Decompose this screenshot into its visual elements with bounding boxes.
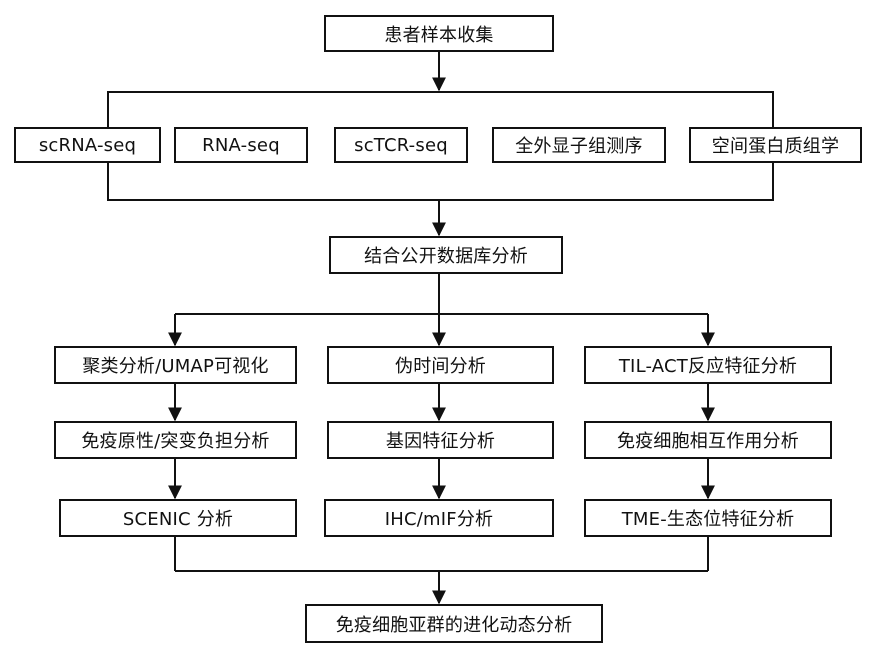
node-left-immunogenicity: 免疫原性/突变负担分析: [54, 421, 297, 459]
node-final-evolution-dynamics: 免疫细胞亚群的进化动态分析: [305, 604, 603, 643]
node-method-scrna-seq: scRNA-seq: [14, 127, 161, 163]
node-sample-collection: 患者样本收集: [324, 15, 554, 52]
node-right-til-act: TIL-ACT反应特征分析: [584, 346, 832, 384]
node-method-wes: 全外显子组测序: [492, 127, 666, 163]
node-mid-ihc-mif: IHC/mIF分析: [324, 499, 554, 537]
node-right-tme-niche: TME-生态位特征分析: [584, 499, 832, 537]
node-mid-gene-signature: 基因特征分析: [327, 421, 554, 459]
node-database-integration: 结合公开数据库分析: [329, 236, 563, 274]
node-method-sctcr-seq: scTCR-seq: [334, 127, 468, 163]
node-left-clustering-umap: 聚类分析/UMAP可视化: [54, 346, 297, 384]
node-method-spatial-proteomics: 空间蛋白质组学: [689, 127, 862, 163]
node-method-rna-seq: RNA-seq: [174, 127, 308, 163]
node-right-cell-interaction: 免疫细胞相互作用分析: [584, 421, 832, 459]
node-mid-pseudotime: 伪时间分析: [327, 346, 554, 384]
node-left-scenic: SCENIC 分析: [59, 499, 297, 537]
